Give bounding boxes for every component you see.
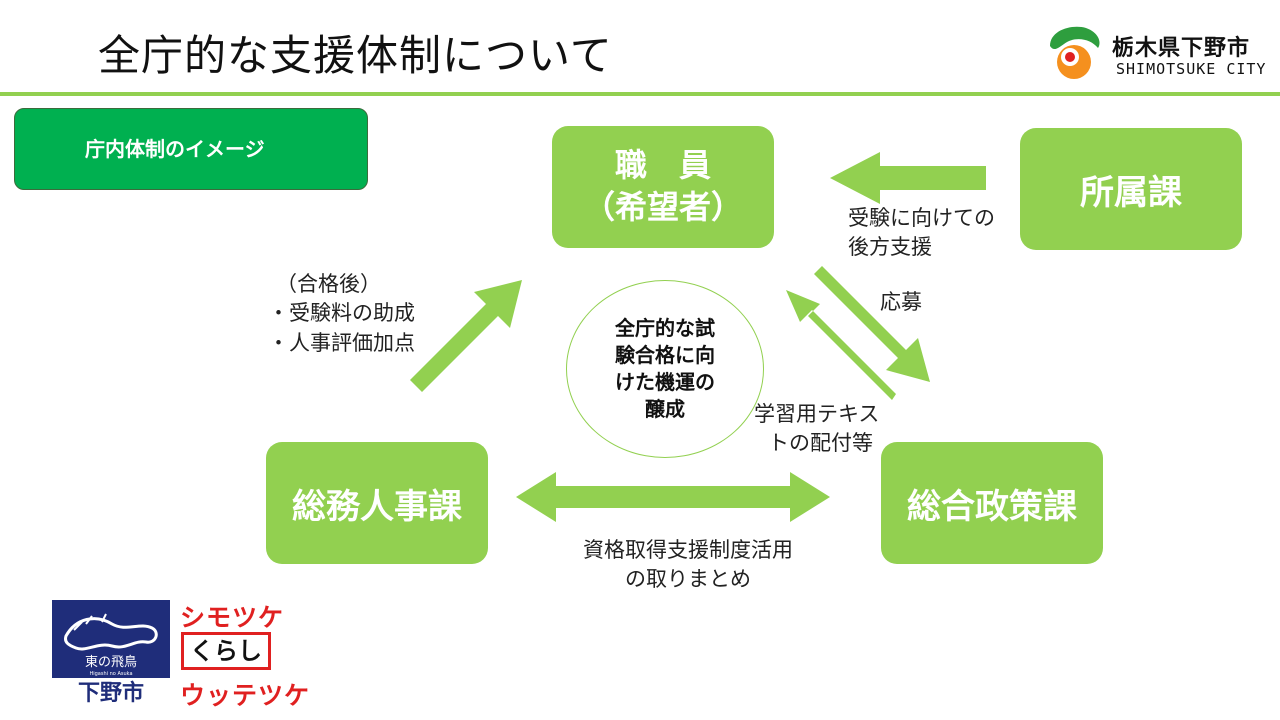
department-box: 所属課 bbox=[1020, 128, 1242, 250]
arrow-policy-to-staff bbox=[786, 290, 896, 400]
apply-label: 応募 bbox=[880, 290, 922, 314]
staff-applicant-label: （希望者） bbox=[582, 188, 743, 226]
higashi-no-asuka-logo: 東の飛鳥 Higashi no Asuka 下野市 bbox=[52, 600, 170, 706]
policy-box: 総合政策課 bbox=[881, 442, 1103, 564]
section-tag: 庁内体制のイメージ bbox=[14, 108, 368, 190]
brand-mid-box: くらし bbox=[181, 632, 271, 670]
textbook-label-line1: 学習用テキス bbox=[754, 402, 880, 426]
city-name: 栃木県下野市 bbox=[1112, 36, 1251, 61]
arrow-hr-to-staff bbox=[410, 280, 522, 392]
asuka-text: 東の飛鳥 bbox=[85, 654, 137, 670]
center-text-line3: けた機運の bbox=[615, 370, 715, 394]
city-name-english: SHIMOTSUKE CITY bbox=[1116, 60, 1267, 78]
arrow-department-to-staff bbox=[830, 152, 986, 204]
city-logo-icon bbox=[1050, 26, 1100, 79]
center-text-line1: 全庁的な試 bbox=[615, 316, 715, 340]
textbook-label-line2: トの配付等 bbox=[768, 431, 873, 456]
system-label-line2: の取りまとめ bbox=[625, 567, 751, 592]
center-text-line2: 験合格に向 bbox=[615, 343, 715, 367]
system-label: 資格取得支援制度活用 の取りまとめ bbox=[568, 536, 808, 595]
staff-label: 職 員 bbox=[614, 146, 711, 185]
fee-grant-item: ・受験料の助成 bbox=[268, 301, 415, 326]
city-short-text: 下野市 bbox=[78, 680, 144, 706]
center-circle: 全庁的な試 験合格に向 けた機運の 醸成 bbox=[566, 280, 764, 458]
asuka-small-text: Higashi no Asuka bbox=[89, 671, 132, 677]
staff-box: 職 員 （希望者） bbox=[552, 126, 774, 248]
brand-bottom-text: ウッテツケ bbox=[180, 681, 311, 710]
page-title: 全庁的な支援体制について bbox=[98, 31, 613, 80]
brand-top-text: シモツケ bbox=[180, 603, 285, 632]
support-label-line1: 受験に向けての bbox=[848, 206, 995, 230]
center-text-line4: 醸成 bbox=[645, 397, 685, 421]
personnel-eval-item: ・人事評価加点 bbox=[268, 330, 415, 355]
support-label-line2: 後方支援 bbox=[848, 235, 932, 260]
hr-box: 総務人事課 bbox=[266, 442, 488, 564]
after-pass-heading: （合格後） bbox=[276, 272, 381, 296]
textbook-label: 学習用テキス トの配付等 bbox=[754, 400, 879, 459]
after-pass-label: （合格後） ・受験料の助成 ・人事評価加点 bbox=[268, 270, 415, 358]
support-label: 受験に向けての 後方支援 bbox=[848, 204, 995, 263]
header-divider bbox=[0, 92, 1280, 96]
system-label-line1: 資格取得支援制度活用 bbox=[583, 538, 793, 562]
arrow-staff-to-policy bbox=[814, 266, 930, 382]
arrow-hr-policy bbox=[516, 472, 830, 522]
